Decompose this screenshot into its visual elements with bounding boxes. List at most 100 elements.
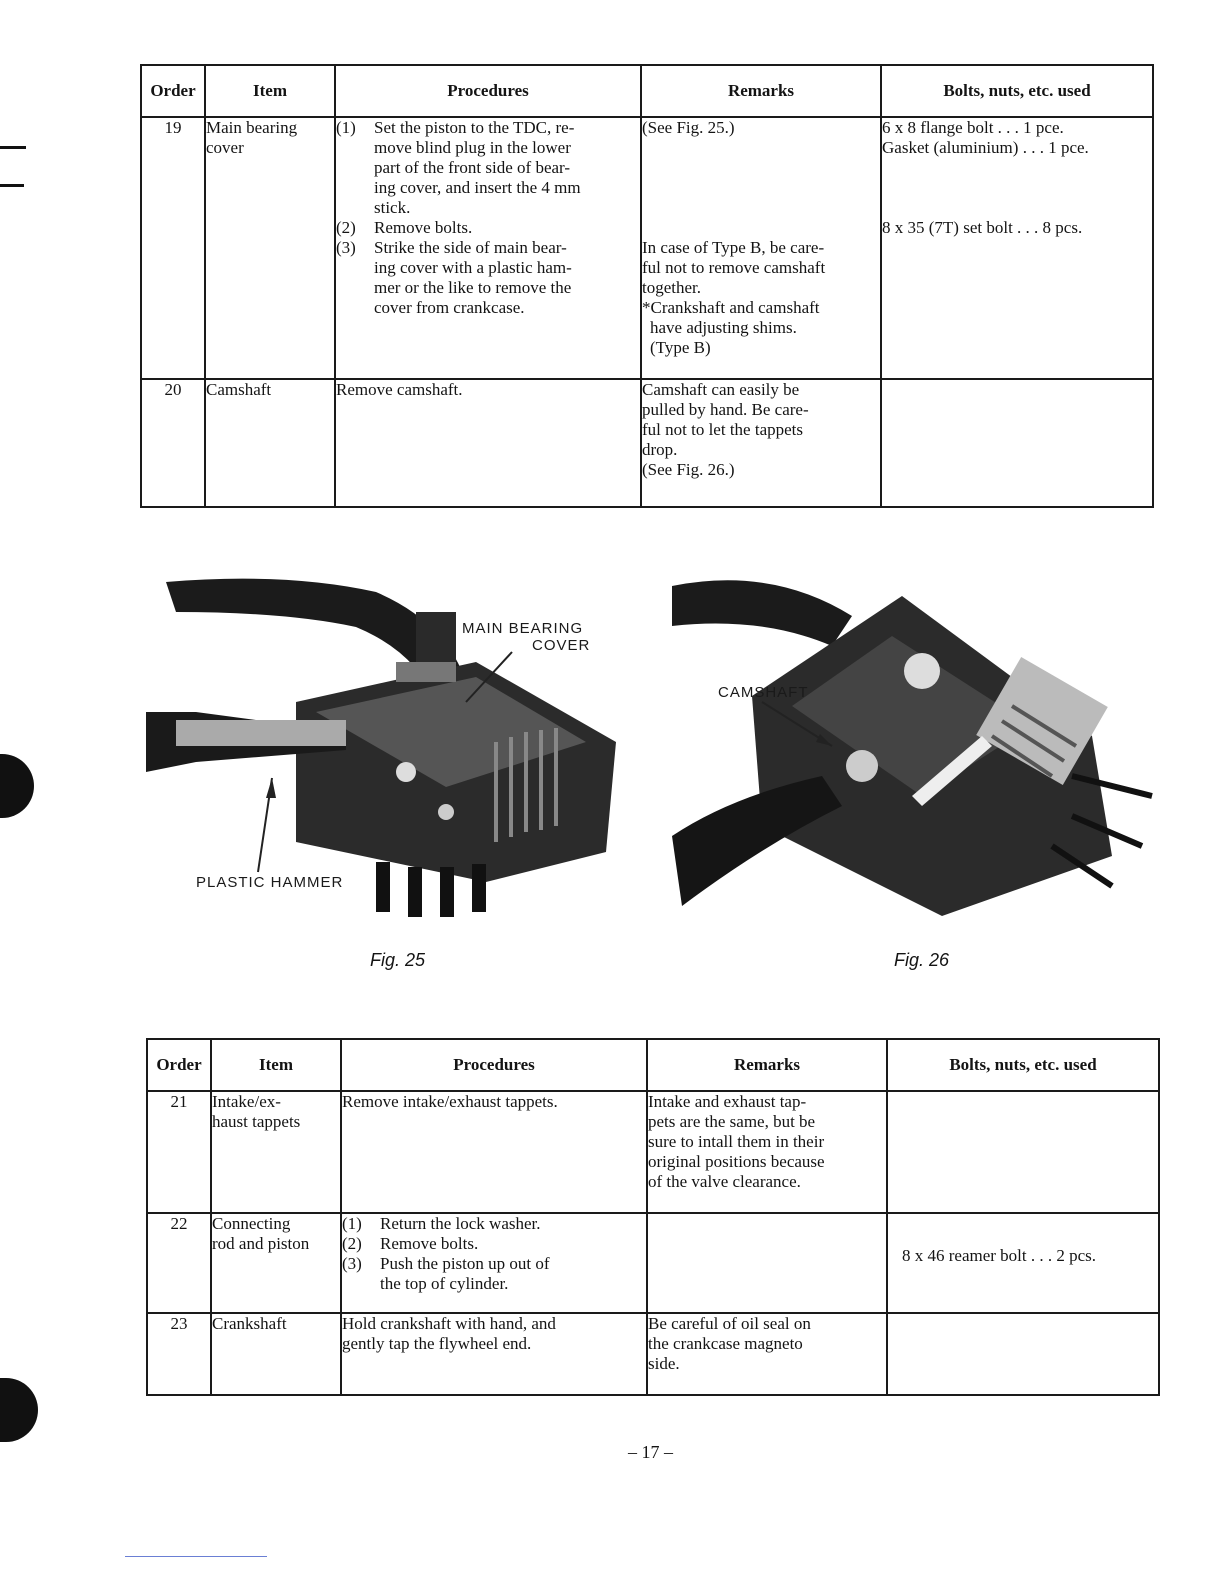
remarks-text: sure to intall them in their [648,1132,825,1151]
order-cell: 21 [146,1090,212,1214]
remarks-text: of the valve clearance. [648,1172,801,1191]
procedure-cell: Remove camshaft. [334,378,642,508]
bolts-cell: 6 x 8 flange bolt . . . 1 pce. Gasket (a… [880,116,1154,380]
procedure-step: (3) Strike the side of main bear- [336,238,640,258]
order-cell: 19 [140,116,206,380]
label-plastic-hammer: PLASTIC HAMMER [196,874,344,891]
remarks-text: In case of Type B, be care- [642,238,825,257]
remarks-text: Intake and exhaust tap- [648,1092,807,1111]
step-text: ing cover with a plastic ham- [374,258,572,277]
procedure-cell: (1) Set the piston to the TDC, re- move b… [334,116,642,380]
procedure-step: (2) Remove bolts. [336,218,640,238]
item-text: rod and piston [212,1234,310,1253]
header-item: Item [210,1038,342,1092]
step-text: Strike the side of main bear- [374,238,567,257]
remarks-text: together. [642,278,702,297]
procedure-step: (3) Push the piston up out of [342,1254,646,1274]
item-cell: Camshaft [204,378,336,508]
binding-mark [0,184,24,187]
item-text: haust tappets [212,1112,301,1131]
page-number: – 17 – [628,1442,673,1462]
figure-25-photo [146,572,636,922]
step-text: cover from crankcase. [374,298,525,317]
procedure-cell: Remove intake/exhaust tappets. [340,1090,648,1214]
item-cell: Intake/ex- haust tappets [210,1090,342,1214]
table-row: 19 Main bearing cover (1) Set the piston … [140,116,1154,380]
procedure-text: Hold crankshaft with hand, and [342,1314,556,1333]
header-item: Item [204,64,336,118]
remarks-cell: Intake and exhaust tap- pets are the sam… [646,1090,888,1214]
table-row: 23 Crankshaft Hold crankshaft with hand,… [146,1312,1160,1396]
label-main-bearing-cover: MAIN BEARING COVER [462,620,590,654]
binding-mark [0,146,26,149]
order-cell: 22 [146,1212,212,1314]
item-text: Main bearing [206,118,298,137]
procedure-table-2: Order Item Procedures Remarks Bolts, nut… [146,1038,1160,1396]
header-procedures: Procedures [340,1038,648,1092]
step-number: (1) [342,1214,362,1233]
header-order: Order [140,64,206,118]
remarks-text: (See Fig. 26.) [642,460,735,479]
callout-text: COVER [532,637,591,654]
table-row: 20 Camshaft Remove camshaft. Camshaft ca… [140,378,1154,508]
step-number: (1) [336,118,356,137]
step-text: move blind plug in the lower [374,138,571,157]
item-cell: Connecting rod and piston [210,1212,342,1314]
header-remarks: Remarks [640,64,882,118]
step-number: (3) [342,1254,362,1273]
procedure-step: (2)Remove bolts. [342,1234,646,1254]
binding-hole [0,754,34,818]
item-cell: Crankshaft [210,1312,342,1396]
remarks-text: (Type B) [650,338,711,357]
remarks-text: pulled by hand. Be care- [642,400,809,419]
figure-26-caption: Fig. 26 [894,950,950,970]
header-bolts: Bolts, nuts, etc. used [880,64,1154,118]
remarks-text: side. [648,1354,680,1373]
order-cell: 23 [146,1312,212,1396]
procedure-cell: Hold crankshaft with hand, and gently ta… [340,1312,648,1396]
figure-26-photo [672,576,1162,916]
item-cell: Main bearing cover [204,116,336,380]
remarks-text: have adjusting shims. [650,318,797,337]
step-number: (3) [336,238,356,257]
remarks-text: (See Fig. 25.) [642,118,735,137]
remarks-text: the crankcase magneto [648,1334,803,1353]
callout-text: MAIN BEARING [462,620,584,637]
table-header-row: Order Item Procedures Remarks Bolts, nut… [140,64,1154,118]
step-text: Push the piston up out of [380,1254,550,1273]
table-row: 21 Intake/ex- haust tappets Remove intak… [146,1090,1160,1214]
step-text: Remove bolts. [374,218,473,237]
item-text: Intake/ex- [212,1092,281,1111]
bolts-text: 8 x 35 (7T) set bolt . . . 8 pcs. [882,218,1083,237]
step-text: mer or the like to remove the [374,278,572,297]
remarks-text: drop. [642,440,678,459]
remarks-text: Camshaft can easily be [642,380,800,399]
remarks-cell: Camshaft can easily be pulled by hand. B… [640,378,882,508]
order-cell: 20 [140,378,206,508]
table-header-row: Order Item Procedures Remarks Bolts, nut… [146,1038,1160,1092]
remarks-cell: (See Fig. 25.) In case of Type B, be car… [640,116,882,380]
header-procedures: Procedures [334,64,642,118]
remarks-text: ful not to remove camshaft [642,258,826,277]
binding-hole [0,1378,38,1442]
figure-25-caption: Fig. 25 [370,950,426,970]
header-bolts: Bolts, nuts, etc. used [886,1038,1160,1092]
step-number: (2) [336,218,356,237]
remarks-text: Be careful of oil seal on [648,1314,811,1333]
remarks-text: original positions because [648,1152,825,1171]
bolts-text: 6 x 8 flange bolt . . . 1 pce. [882,118,1064,137]
step-number: (2) [342,1234,362,1253]
step-text: part of the front side of bear- [374,158,571,177]
header-order: Order [146,1038,212,1092]
bolts-cell [886,1312,1160,1396]
bolts-cell [880,378,1154,508]
item-text: Connecting [212,1214,291,1233]
header-remarks: Remarks [646,1038,888,1092]
step-text: ing cover, and insert the 4 mm [374,178,581,197]
step-text: Set the piston to the TDC, re- [374,118,575,137]
bolts-cell [886,1090,1160,1214]
step-text: Return the lock washer. [380,1214,541,1233]
label-camshaft: CAMSHAFT [718,684,809,701]
table-row: 22 Connecting rod and piston (1) Return t… [146,1212,1160,1314]
